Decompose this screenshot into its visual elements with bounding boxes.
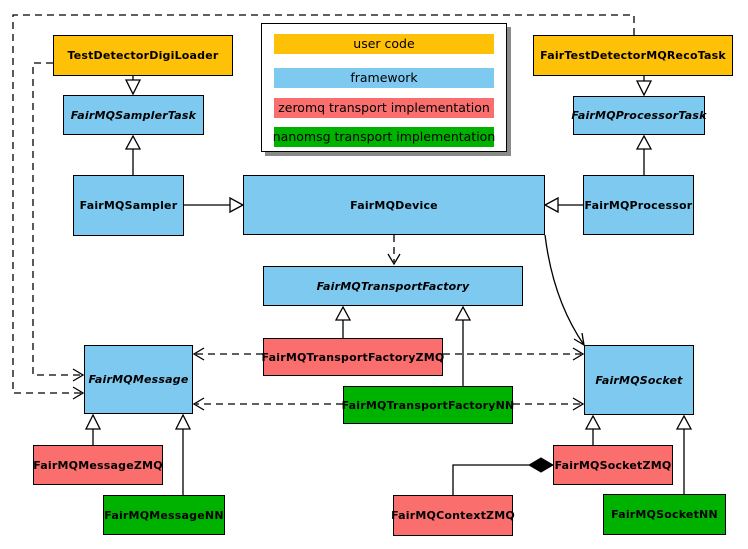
edge-generalization-processor-to-device	[543, 196, 583, 214]
edge-dependency-device-to-factory	[387, 235, 401, 266]
node-fairmq-message: FairMQMessage	[84, 345, 193, 414]
legend-item-user-code: user code	[274, 34, 494, 54]
edge-generalization-factoryzmq-to-factory	[334, 305, 352, 338]
edge-generalization-messagezmq-to-message	[84, 413, 102, 445]
node-fairmq-transport-factory-nn: FairMQTransportFactoryNN	[342, 386, 514, 424]
node-test-detector-digi-loader: TestDetectorDigiLoader	[53, 35, 233, 76]
edge-dependency-factorynn-to-message	[192, 397, 343, 411]
node-fairmq-transport-factory: FairMQTransportFactory	[263, 266, 523, 306]
legend: user code framework zeromq transport imp…	[261, 23, 507, 152]
edge-dependency-factoryzmq-to-socket	[443, 347, 585, 361]
legend-item-zeromq: zeromq transport implementation	[274, 98, 494, 118]
node-fairmq-message-nn: FairMQMessageNN	[103, 495, 225, 535]
edge-generalization-recotask-to-processortask	[635, 76, 653, 97]
edge-composition-contextzmq-to-socketzmq	[452, 457, 554, 495]
node-fairmq-sampler: FairMQSampler	[73, 175, 184, 236]
edge-dependency-factoryzmq-to-message	[192, 347, 263, 361]
edge-generalization-socketnn-to-socket	[675, 414, 693, 494]
node-fairmq-message-zmq: FairMQMessageZMQ	[33, 445, 163, 485]
edge-dependency-recotask-to-message	[12, 14, 635, 400]
edge-generalization-sampler-to-device	[184, 196, 245, 214]
edge-dependency-factorynn-to-socket	[513, 397, 585, 411]
legend-item-nanomsg: nanomsg transport implementation	[273, 127, 495, 147]
edge-generalization-sampler-to-samplertask	[124, 134, 142, 175]
node-fair-test-detector-mq-reco-task: FairTestDetectorMQRecoTask	[533, 35, 733, 76]
edge-generalization-socketzmq-to-socket	[584, 414, 602, 445]
node-fairmq-socket-nn: FairMQSocketNN	[603, 494, 726, 535]
edge-generalization-messagenn-to-message	[174, 413, 192, 495]
node-fairmq-context-zmq: FairMQContextZMQ	[391, 495, 515, 536]
edge-dependency-loader-to-message	[32, 62, 85, 382]
edge-generalization-loader-to-samplertask	[124, 76, 142, 96]
node-fairmq-sampler-task: FairMQSamplerTask	[63, 95, 204, 135]
legend-item-framework: framework	[274, 68, 494, 88]
node-fairmq-transport-factory-zmq: FairMQTransportFactoryZMQ	[262, 338, 444, 376]
edge-generalization-processor-to-processortask	[635, 134, 653, 175]
edge-generalization-factorynn-to-factory	[454, 305, 472, 386]
node-fairmq-socket-zmq: FairMQSocketZMQ	[553, 445, 673, 485]
node-fairmq-socket: FairMQSocket	[584, 345, 694, 415]
edge-association-device-to-socket	[544, 234, 585, 347]
node-fairmq-device: FairMQDevice	[243, 175, 545, 235]
node-fairmq-processor: FairMQProcessor	[583, 175, 694, 235]
node-fairmq-processor-task: FairMQProcessorTask	[571, 96, 706, 135]
